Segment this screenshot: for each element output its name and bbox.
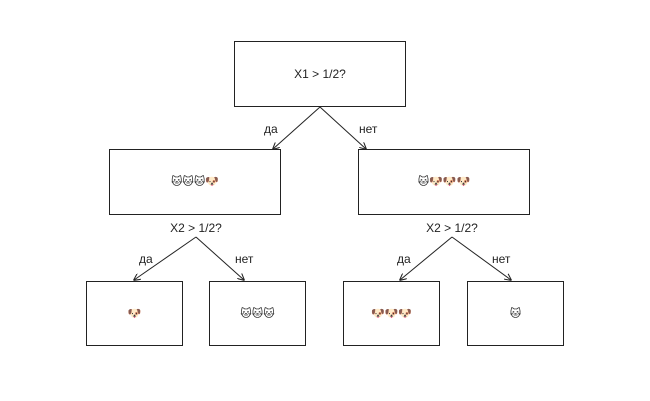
root-node: X1 > 1/2? [234,41,406,107]
edge-right-yes [400,236,453,280]
leaf-node: 🐱 [467,281,564,346]
cat-icon: 🐱 [417,175,430,188]
right-node-question: X2 > 1/2? [426,221,478,235]
right-node: 🐱🐶🐶🐶 [358,149,530,215]
leaf-node: 🐶🐶🐶 [343,281,440,346]
cat-icon: 🐱 [170,175,183,188]
edge-label-left-yes: да [139,252,153,266]
left-node: 🐱🐱🐱🐶 [109,149,281,215]
edge-label-right-no: нет [492,252,511,266]
edge-right-no [451,236,511,280]
dog-icon: 🐶 [442,175,457,188]
cat-icon: 🐱 [509,306,522,320]
edge-root-no [319,106,366,149]
left-node-items: 🐱🐱🐱🐶 [171,176,219,188]
edge-root-yes [273,106,321,149]
leaf-node: 🐶 [86,281,183,346]
cat-icon: 🐱 [251,306,264,320]
edge-left-yes [134,236,197,280]
right-node-items: 🐱🐶🐶🐶 [418,176,471,188]
dog-icon: 🐶 [429,175,443,188]
edge-label-root-yes: да [264,122,278,136]
dog-icon: 🐶 [205,175,220,188]
dog-icon: 🐶 [370,306,385,320]
cat-icon: 🐱 [193,175,206,188]
edge-label-left-no: нет [235,252,254,266]
dog-icon: 🐶 [456,175,471,188]
left-node-question: X2 > 1/2? [170,221,222,235]
dog-icon: 🐶 [127,306,142,320]
edge-label-root-no: нет [359,122,378,136]
cat-icon: 🐱 [182,175,194,188]
edge-left-no [195,236,244,280]
cat-icon: 🐱 [240,306,252,320]
leaf-items: 🐶 [127,306,142,320]
dog-icon: 🐶 [384,306,399,320]
leaf-node: 🐱🐱🐱 [209,281,306,346]
leaf-items: 🐱🐱🐱 [240,306,275,320]
cat-icon: 🐱 [263,306,275,320]
root-question: X1 > 1/2? [294,67,346,81]
edge-label-right-yes: да [397,252,411,266]
leaf-items: 🐶🐶🐶 [370,306,413,320]
leaf-items: 🐱 [509,306,522,320]
dog-icon: 🐶 [398,306,413,320]
